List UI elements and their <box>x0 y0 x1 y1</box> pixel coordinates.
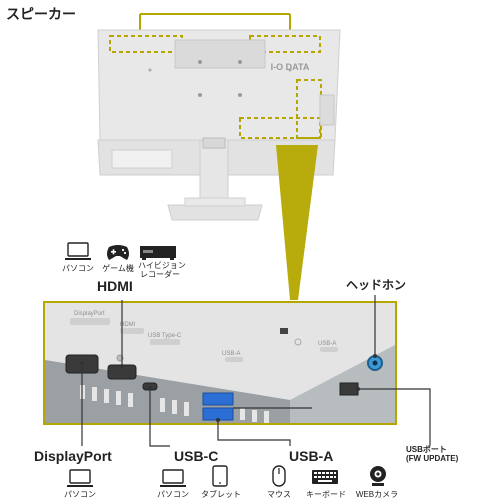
hdmi-device-label-recorder: ハイビジョン レコーダー <box>138 261 186 279</box>
callout-lines <box>81 295 431 447</box>
panel-label-usba: USB-A <box>222 351 240 357</box>
usba-device-label-keyboard: キーボード <box>306 490 346 499</box>
displayport-label: DisplayPort <box>34 448 112 464</box>
keyboard-icon <box>312 470 338 484</box>
usba-device-label-webcam: WEBカメラ <box>355 490 399 499</box>
panel-label-usbc: USB Type-C <box>148 333 182 339</box>
callout-dots <box>80 354 377 422</box>
mouse-icon <box>272 465 286 487</box>
recorder-label-line-2: レコーダー <box>140 270 180 279</box>
usba-label: USB-A <box>289 448 334 464</box>
recorder-icon <box>140 246 176 260</box>
zoom-funnel <box>276 145 318 300</box>
dp-device-label-pc: パソコン <box>64 490 96 499</box>
brand-logo: I-O DATA <box>271 62 310 72</box>
usbc-device-label-tablet: タブレット <box>201 490 241 499</box>
usb-port-label-line-2: (FW UPDATE) <box>406 454 459 463</box>
panel-label-usba-side: USB-A <box>318 341 336 347</box>
hdmi-device-label-pc: パソコン <box>62 264 94 273</box>
laptop-icon <box>67 469 93 487</box>
hdmi-label: HDMI <box>97 278 133 294</box>
usbc-device-label-pc: パソコン <box>157 490 189 499</box>
webcam-icon <box>370 466 386 486</box>
panel-label-hdmi: HDMI <box>120 322 136 328</box>
usb-port-label: USBポート (FW UPDATE) <box>406 445 458 463</box>
closeup-panel <box>43 301 397 425</box>
hdmi-device-label-game: ゲーム機 <box>102 264 134 273</box>
headphone-label: ヘッドホン <box>346 278 407 292</box>
recorder-label-line-1: ハイビジョン <box>138 261 186 270</box>
gamepad-icon <box>107 245 129 260</box>
usba-device-label-mouse: マウス <box>267 490 291 499</box>
monitor-back <box>97 29 341 221</box>
panel-label-dp: DisplayPort <box>74 311 105 317</box>
usbc-label: USB-C <box>174 448 219 464</box>
usb-port-label-line-1: USBポート <box>406 445 447 454</box>
speaker-label: スピーカー <box>6 6 76 22</box>
tablet-icon <box>212 465 228 487</box>
panel-port-embossed-labels: DisplayPort HDMI USB Type-C USB-A USB-A <box>74 311 336 357</box>
laptop-icon <box>160 469 186 487</box>
laptop-icon <box>65 242 91 260</box>
